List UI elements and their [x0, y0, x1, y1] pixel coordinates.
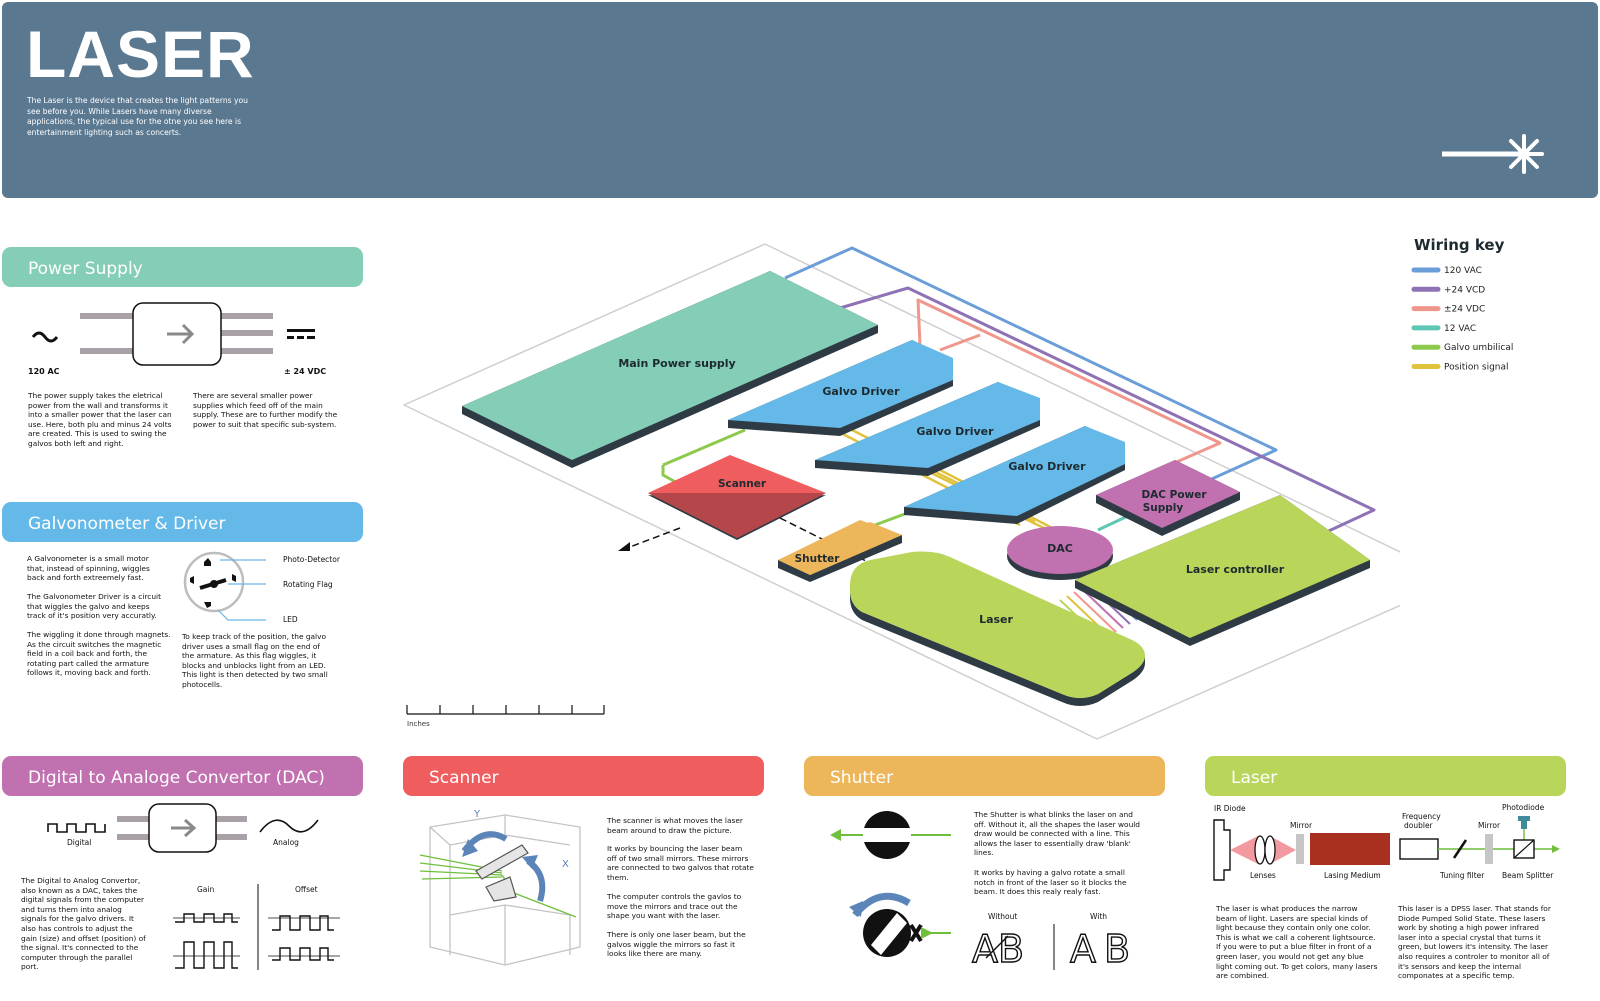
lenses-label: Lenses: [1250, 871, 1276, 880]
laser-optics-graphic: IR Diode Lenses Mirror Lasing Medium Fre…: [1213, 803, 1560, 881]
laser-system-diagram: Main Power supply Galvo Driver Galvo Dri…: [403, 243, 1400, 740]
scanner-text-3: The computer controls the gavlos to move…: [607, 892, 742, 921]
wiring-key: Wiring key 120 VAC +24 VCD ±24 VDC 12 VAC Ga…: [1411, 236, 1513, 373]
shutter-graphic: [830, 811, 951, 957]
gain-offset-graphic: [173, 884, 340, 970]
gain-label: Gain: [197, 885, 215, 894]
mirror-2-label: Mirror: [1478, 821, 1501, 830]
wiring-key-label: +24 VCD: [1444, 285, 1485, 295]
galvo-driver-2-label: Galvo Driver: [916, 425, 994, 438]
shutter-text-2: It works by having a galvo rotate a smal…: [974, 868, 1127, 897]
laser-text-left: The laser is what produces the narrow be…: [1216, 904, 1378, 981]
ac-wave-icon: [31, 331, 59, 343]
without-label: Without: [988, 912, 1018, 921]
dac-power-label-2: Supply: [1143, 502, 1184, 514]
galvo-driver-3-label: Galvo Driver: [1008, 460, 1086, 473]
dac-arrow-icon: [171, 818, 197, 838]
power-supply-header: Power Supply: [2, 247, 363, 287]
scanner-axis-y: Y: [473, 809, 481, 820]
scanner-text-2: It works by bouncing the laser beam off …: [607, 844, 754, 882]
scanner-text-1: The scanner is what moves the laser beam…: [607, 816, 743, 835]
tuning-filter-label: Tuning filter: [1439, 871, 1485, 880]
beam-splitter-label: Beam Splitter: [1502, 871, 1554, 880]
galvo-header: Galvonometer & Driver: [2, 502, 363, 542]
page-title: LASER: [26, 17, 255, 91]
ir-diode-label: IR Diode: [1214, 804, 1246, 813]
power-supply-graphic: [31, 302, 315, 366]
wiring-key-label: 12 VAC: [1444, 324, 1476, 334]
mirror-1-label: Mirror: [1290, 821, 1313, 830]
header-banner: LASER The Laser is the device that creat…: [2, 2, 1598, 198]
digital-wave-icon: [47, 823, 106, 833]
rotating-flag-label: Rotating Flag: [283, 580, 333, 589]
power-supply-text-right: There are several smaller power supplies…: [193, 391, 338, 429]
photo-detector-label: Photo-Detector: [283, 555, 340, 564]
lasing-medium-label: Lasing Medium: [1324, 871, 1381, 880]
inches-ruler: [406, 705, 605, 715]
dac-diagram-label: DAC: [1047, 542, 1073, 555]
frequency-doubler-label-1: Frequency: [1402, 812, 1441, 821]
scanner-axis-x: X: [562, 859, 569, 870]
analog-wave-icon: [259, 819, 319, 833]
scanner-graphic: Y X: [419, 809, 581, 966]
laser-diagram-label: Laser: [979, 613, 1013, 626]
dac-text: The Digital to Analog Convertor, also kn…: [21, 876, 146, 972]
power-supply-text-left: The power supply takes the eletrical pow…: [28, 391, 172, 448]
offset-label: Offset: [295, 885, 318, 894]
frequency-doubler-label-2: doubler: [1404, 821, 1434, 830]
scanner-header: Scanner: [403, 756, 764, 796]
photodiode-label: Photodiode: [1502, 803, 1545, 812]
wiring-key-label: ±24 VDC: [1444, 305, 1485, 315]
with-glyphs: AB: [1070, 927, 1138, 971]
galvo-text-4: To keep track of the position, the galvo…: [182, 632, 328, 689]
galvo-text-2: The Galvonometer Driver is a circuit tha…: [27, 592, 161, 621]
laser-header: Laser: [1205, 756, 1566, 796]
without-glyphs: AB: [972, 927, 1024, 971]
galvo-sensor-graphic: [183, 551, 266, 621]
with-label: With: [1090, 912, 1108, 921]
main-power-label: Main Power supply: [618, 357, 735, 370]
scanner-text-4: There is only one laser beam, but the ga…: [607, 930, 746, 959]
arrow-right-icon: [167, 323, 195, 345]
shutter-text-1: The Shutter is what blinks the laser on …: [974, 810, 1141, 858]
dac-header: Digital to Analoge Convertor (DAC): [2, 756, 363, 796]
wiring-key-label: Position signal: [1444, 363, 1509, 373]
led-label: LED: [283, 615, 298, 624]
galvo-text-3: The wiggling it done through magnets. As…: [27, 630, 171, 678]
digital-label: Digital: [67, 838, 92, 847]
intro-text: The Laser is the device that creates the…: [27, 96, 248, 137]
block-x-icon: [909, 923, 923, 943]
wiring-key-label: 120 VAC: [1444, 266, 1482, 276]
wiring-key-label: Galvo umbilical: [1444, 343, 1513, 353]
laser-controller-label: Laser controller: [1186, 563, 1285, 576]
galvo-text-1: A Galvonometer is a small motor that, in…: [27, 554, 150, 583]
dc-symbol-icon: [287, 329, 315, 339]
shutter-header: Shutter: [804, 756, 1165, 796]
laser-logo-icon: [1442, 134, 1544, 174]
wiring-key-title: Wiring key: [1414, 236, 1505, 254]
galvo-driver-1-label: Galvo Driver: [822, 385, 900, 398]
dac-power-label-1: DAC Power: [1141, 489, 1207, 501]
laser-text-right: This laser is a DPSS laser. That stands …: [1398, 904, 1551, 981]
analog-label: Analog: [273, 838, 299, 847]
ruler-label: Inches: [407, 720, 430, 728]
ac-input-label: 120 AC: [28, 367, 60, 376]
scanner-label: Scanner: [718, 478, 767, 490]
shutter-ab-graphic: AB AB: [971, 924, 1138, 972]
shutter-diagram-label: Shutter: [795, 553, 841, 565]
dac-graphic: [47, 803, 319, 853]
dc-output-label: ± 24 VDC: [284, 367, 327, 376]
